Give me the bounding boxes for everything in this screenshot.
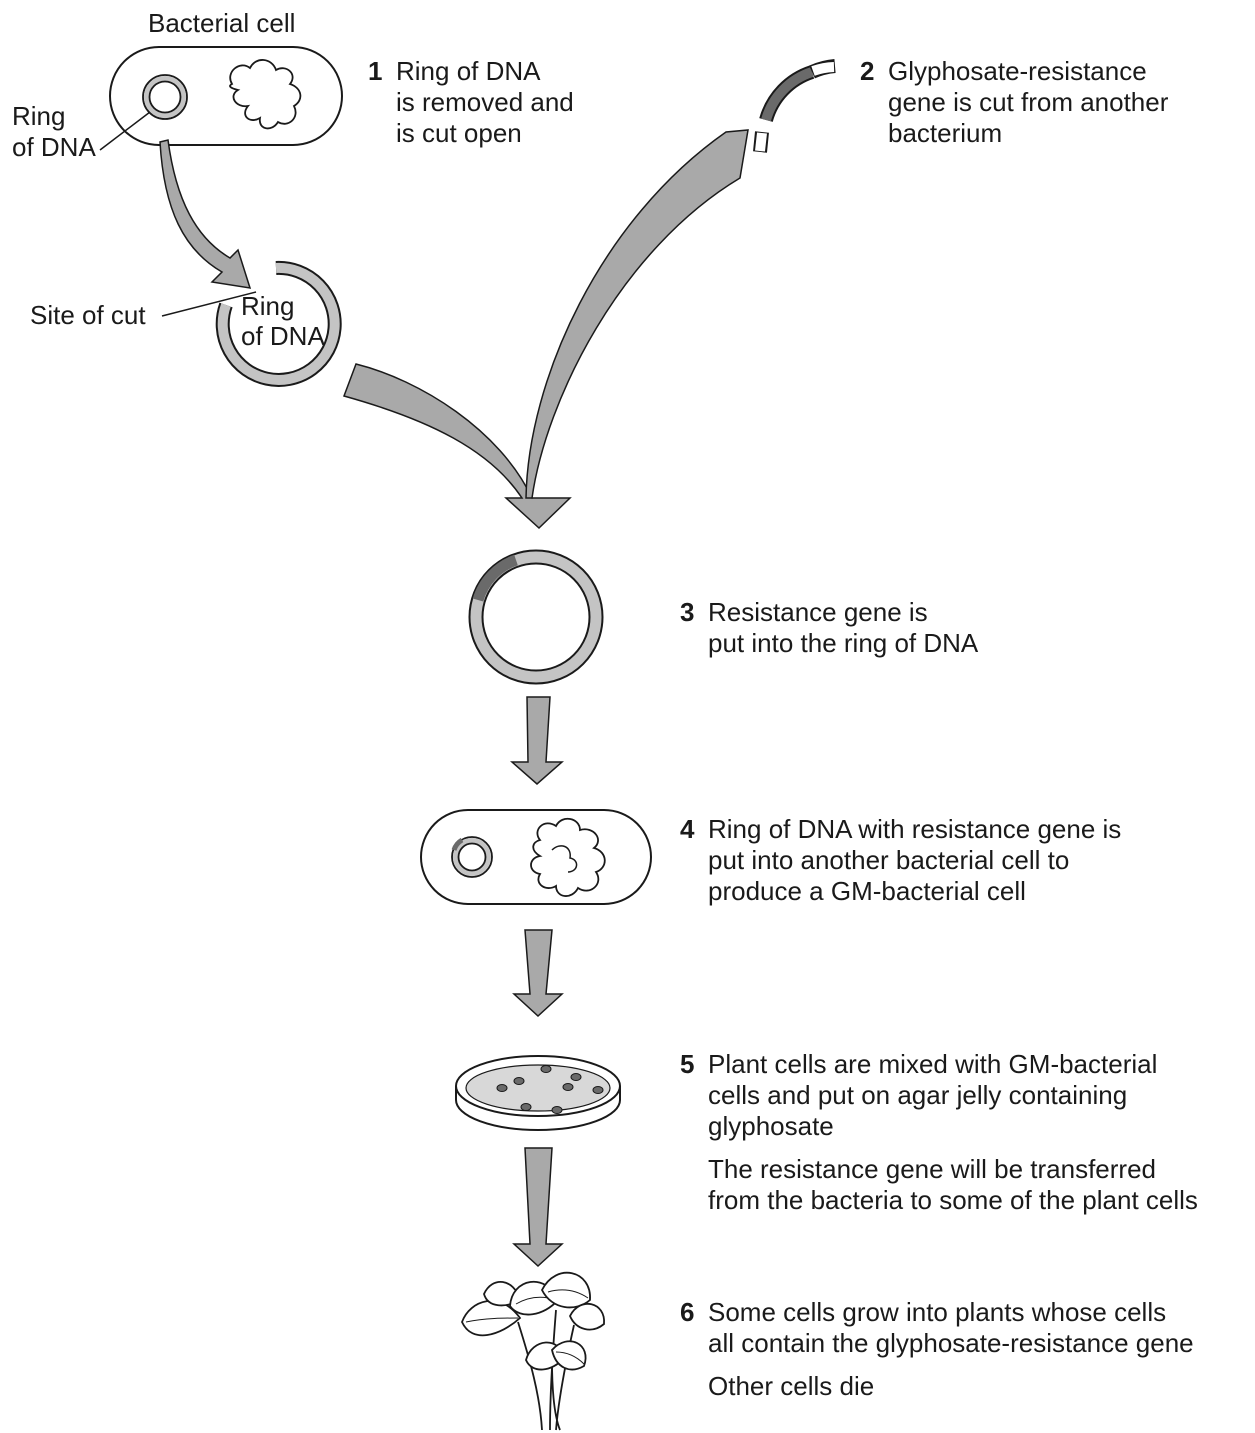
step-3-description: 3 Resistance gene is put into the ring o… [680, 597, 978, 659]
chromosome-squiggle-1 [229, 59, 302, 130]
step-1-description: 1 Ring of DNA is removed and is cut open [368, 56, 574, 149]
step-line: put into the ring of DNA [708, 628, 979, 658]
step-number: 1 [368, 56, 383, 86]
site-of-cut-label: Site of cut [30, 300, 146, 330]
step-line: all contain the glyphosate-resistance ge… [708, 1328, 1194, 1358]
cell-colonies [496, 1065, 604, 1114]
step-extra-line: Other cells die [708, 1371, 875, 1401]
ring-of-dna-label-line-1: Ring [12, 101, 66, 131]
step-line: Plant cells are mixed with GM-bacterial [708, 1049, 1158, 1079]
step-line: gene is cut from another [888, 87, 1169, 117]
step-number: 5 [680, 1049, 695, 1079]
step-number: 3 [680, 597, 695, 627]
recombinant-ring-of-dna [468, 549, 604, 685]
step-4-description: 4 Ring of DNA with resistance gene is pu… [680, 814, 1121, 907]
step-line: is removed and [396, 87, 574, 117]
step-extra-line: from the bacteria to some of the plant c… [708, 1185, 1198, 1215]
step-2-description: 2 Glyphosate-resistance gene is cut from… [860, 56, 1168, 149]
plant-leaf [551, 1340, 587, 1371]
step-line: glyphosate [708, 1111, 834, 1141]
step-6-description: 6 Some cells grow into plants whose cell… [680, 1297, 1194, 1402]
step-line: cells and put on agar jelly containing [708, 1080, 1128, 1110]
gm-plant [461, 1271, 605, 1431]
step-line: Resistance gene is [708, 597, 928, 627]
arrow-gene-to-merge [525, 129, 749, 499]
step-line: put into another bacterial cell to [708, 845, 1070, 875]
step-line: is cut open [396, 118, 522, 148]
plant-leaf [569, 1302, 605, 1331]
step-5-description: 5 Plant cells are mixed with GM-bacteria… [680, 1049, 1198, 1216]
chromosome-squiggle-2 [530, 817, 606, 897]
gm-bacterial-cell [420, 809, 652, 905]
arrow-cell-to-cut-ring [159, 139, 252, 289]
cut-ring-of-dna [161, 260, 342, 387]
step-line: produce a GM-bacterial cell [708, 876, 1026, 906]
step-extra-line: The resistance gene will be transferred [708, 1154, 1157, 1184]
site-of-cut-leader [161, 291, 257, 317]
arrow-step3-to-step4 [510, 696, 564, 785]
arrow-step5-to-step6 [512, 1147, 564, 1268]
step-number: 2 [860, 56, 875, 86]
petri-dish [455, 1055, 621, 1131]
arrow-step4-to-step5 [512, 929, 564, 1018]
ring-of-dna-label-line-2: of DNA [12, 132, 96, 162]
cut-ring-label-line-1: Ring [241, 291, 295, 321]
step-line: Ring of DNA with resistance gene is [708, 814, 1122, 844]
plant-leaf [461, 1300, 522, 1337]
resistance-gene-fragment [753, 59, 836, 153]
ring-label-leader-1 [99, 111, 151, 151]
bacterial-cell-1 [99, 46, 343, 151]
step-line: bacterium [888, 118, 1003, 148]
bacterial-cell-label: Bacterial cell [148, 8, 296, 38]
ring-of-dna-in-cell-1 [142, 74, 188, 120]
step-line: Ring of DNA [396, 56, 541, 86]
step-number: 6 [680, 1297, 695, 1327]
step-number: 4 [680, 814, 695, 844]
plant-stems [517, 1309, 575, 1431]
step-line: Some cells grow into plants whose cells [708, 1297, 1167, 1327]
arrow-cut-ring-to-merge [343, 363, 572, 530]
cut-ring-label-line-2: of DNA [241, 321, 325, 351]
step-line: Glyphosate-resistance [888, 56, 1147, 86]
inserted-gene-segment [472, 554, 519, 602]
